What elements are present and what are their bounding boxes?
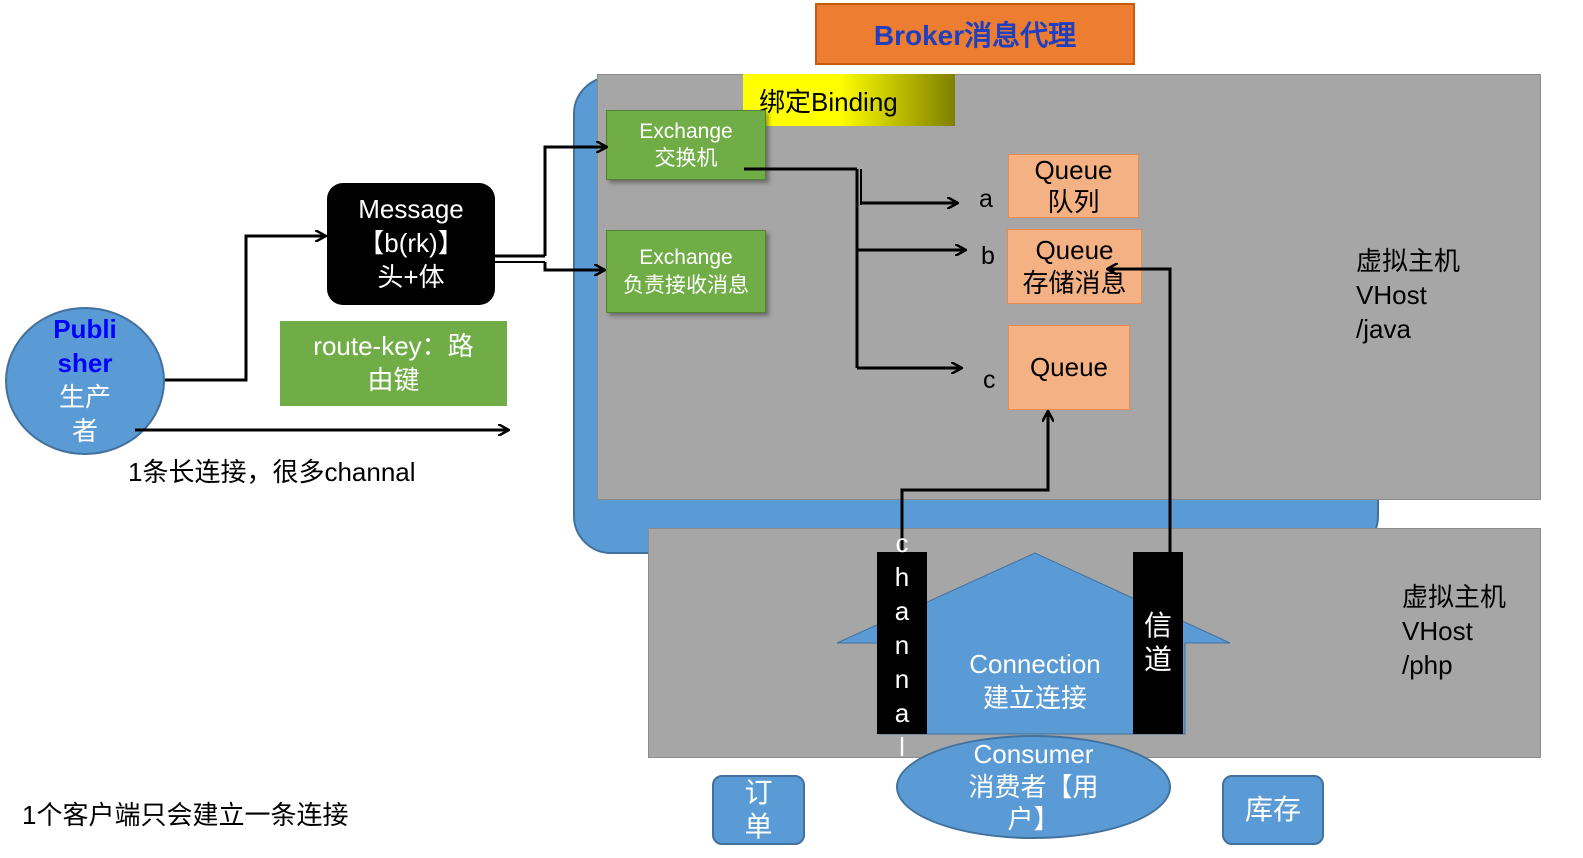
long-connection-note: 1条长连接，很多channal (128, 457, 416, 487)
connection-label: Connection 建立连接 (969, 649, 1101, 713)
channel-bar (877, 552, 927, 734)
order-service-box: 订 单 (712, 775, 805, 845)
channel-letter: l (899, 732, 905, 762)
channel-letter: n (894, 630, 910, 660)
queue-c: Queue (1008, 325, 1130, 410)
route-key-box: route-key：路 由键 (280, 321, 507, 406)
publisher-node: Publi sher 生产 者 (5, 307, 165, 455)
consumer-node: Consumer 消费者【用 户】 (896, 735, 1171, 839)
xindao-bar: 信 道 (1133, 552, 1183, 734)
publisher-to-message-arrow (165, 236, 325, 382)
publisher-label-zh-2: 者 (71, 415, 98, 446)
xindao-to-queue-b-arrow (1108, 269, 1172, 552)
queue-a: Queue 队列 (1008, 154, 1139, 218)
message-box: Message 【b(rk)】 头+体 (327, 183, 495, 305)
exchange-box-1: Exchange 交换机 (606, 110, 766, 180)
message-to-exchange-2-arrow (543, 262, 604, 270)
channel-to-queue-c-arrow (900, 412, 1048, 552)
broker-title: Broker消息代理 (815, 3, 1135, 65)
channel-letter: a (894, 596, 910, 626)
binding-label: 绑定Binding (743, 74, 955, 126)
channel-letter: h (894, 562, 910, 592)
exchange-box-2: Exchange 负责接收消息 (606, 230, 766, 313)
vhost-php-label: 虚拟主机 VHost /php (1402, 582, 1507, 680)
publisher-label-en-2: sher (57, 348, 113, 379)
channel-letter: n (894, 664, 910, 694)
channel-label: c h a n n a l (877, 528, 927, 762)
vhost-java-label: 虚拟主机 VHost /java (1356, 246, 1461, 344)
queue-letter-c: c (983, 366, 996, 394)
channel-letter: a (894, 698, 910, 728)
channel-letter: c (895, 528, 909, 558)
queue-letter-a: a (979, 185, 993, 213)
stock-service-box: 库存 (1222, 775, 1324, 845)
message-to-exchange-1-arrow (543, 147, 606, 256)
queue-b: Queue 存储消息 (1007, 229, 1142, 304)
queue-letter-b: b (981, 242, 995, 270)
single-connection-note: 1个客户端只会建立一条连接 (22, 800, 349, 830)
publisher-label-zh-1: 生产 (58, 382, 111, 412)
publisher-label-en-1: Publi (53, 314, 117, 345)
